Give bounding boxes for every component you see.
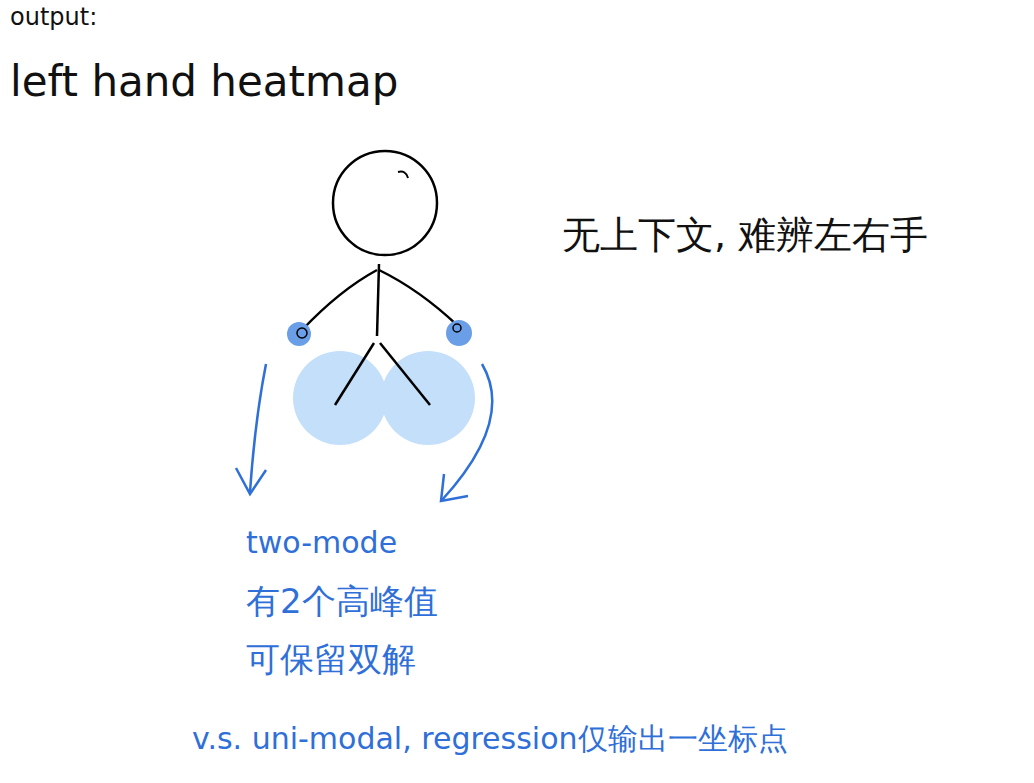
figure-arm — [302, 270, 377, 330]
note-text: 无上下文, 难辨左右手 — [562, 214, 928, 258]
hand-dot — [446, 320, 472, 346]
hand-mark — [453, 324, 461, 332]
output-heading: output: — [10, 4, 97, 32]
figure-head — [333, 151, 437, 255]
comparison-text: v.s. uni-modal, regression仅输出一坐标点 — [192, 722, 788, 757]
blue-arrow — [442, 364, 492, 500]
title-text: left hand heatmap — [10, 58, 398, 106]
hand-dot — [287, 322, 311, 346]
figure-leg — [335, 343, 374, 405]
figure-arm — [379, 270, 458, 326]
hand-mark — [297, 328, 307, 338]
heatmap-blob — [381, 351, 475, 445]
head-stroke — [398, 172, 408, 178]
annotation-text: 可保留双解 — [246, 640, 416, 679]
figure-body — [377, 264, 379, 336]
arrow-head — [236, 468, 266, 494]
figure-leg — [380, 343, 430, 405]
annotation-text: 有2个高峰值 — [246, 582, 438, 621]
annotation-text: two-mode — [246, 526, 397, 561]
arrow-head — [441, 474, 468, 501]
